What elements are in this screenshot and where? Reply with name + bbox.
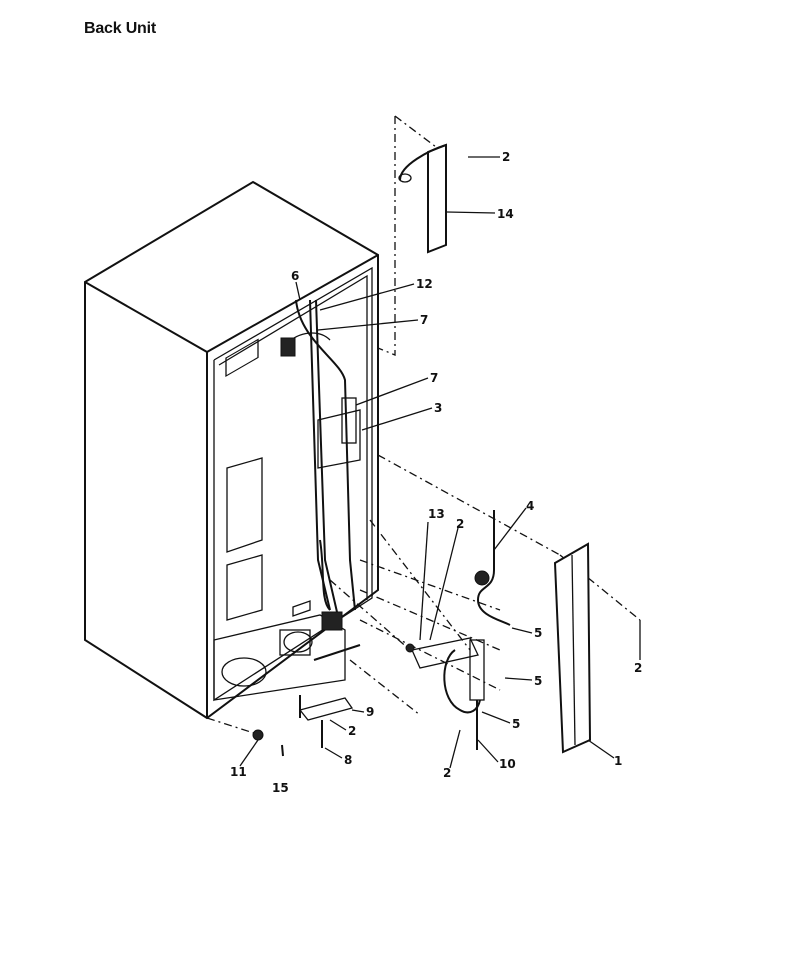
top-cover-part	[398, 143, 447, 254]
callout-2-bracket: 2	[348, 724, 356, 738]
callout-5-b: 5	[534, 674, 542, 688]
callout-10: 10	[499, 757, 516, 771]
callout-leaders	[239, 156, 641, 769]
callout-13: 13	[428, 507, 445, 521]
callout-15: 15	[272, 781, 289, 795]
callout-5-c: 5	[512, 717, 520, 731]
callout-8: 8	[344, 753, 352, 767]
callout-4: 4	[526, 499, 534, 513]
callout-2-right: 2	[634, 661, 642, 675]
callout-labels: 2 14 6 12 7 7 3 13 2 4 5 5 5 2 9 2 8 11 …	[230, 150, 642, 795]
page-title: Back Unit	[84, 20, 156, 37]
callout-7-lower: 7	[430, 371, 438, 385]
callout-12: 12	[416, 277, 433, 291]
assembly-dash-lines	[206, 115, 641, 736]
callout-11: 11	[230, 765, 247, 779]
callout-6: 6	[291, 269, 299, 283]
callout-3: 3	[434, 401, 442, 415]
callout-2-mid: 2	[456, 517, 464, 531]
callout-2-top: 2	[502, 150, 510, 164]
callout-9: 9	[366, 705, 374, 719]
callout-14: 14	[497, 207, 514, 221]
side-panel-part	[553, 542, 592, 754]
drain-assembly-part	[405, 510, 511, 750]
callout-2-bottom: 2	[443, 766, 451, 780]
bracket-part	[252, 695, 354, 757]
refrigerator-cabinet	[84, 180, 379, 720]
callout-5-a: 5	[534, 626, 542, 640]
refrigerant-tubing	[280, 299, 361, 661]
callout-7-upper: 7	[420, 313, 428, 327]
callout-1: 1	[614, 754, 622, 768]
